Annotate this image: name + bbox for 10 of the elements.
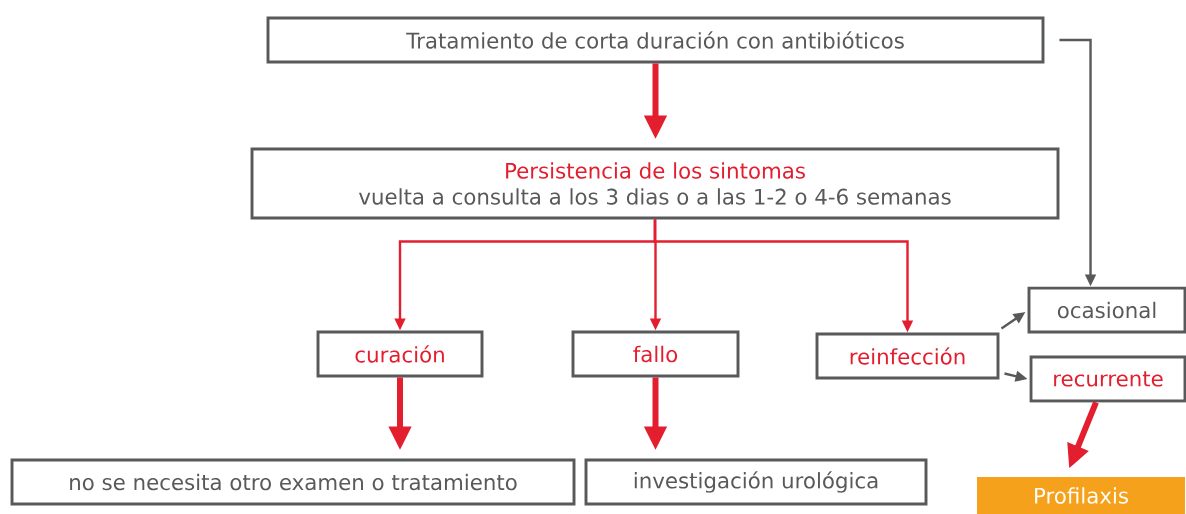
process-box: Tratamiento de corta duración con antibióticos (266, 16, 1045, 64)
action-box: Profilaxis (977, 477, 1185, 514)
result-box: investigación urológica (584, 458, 928, 506)
result-box: no se necesita otro examen o tratamiento (10, 458, 576, 506)
outcome-box: ocasional (1027, 286, 1186, 334)
outcome-box: curación (316, 330, 484, 378)
process-box: Persistencia de los sintomas vuelta a consulta a los 3 dias o a las 1-2 o 4-6 semanas (250, 147, 1060, 220)
outcome-box: fallo (571, 330, 740, 378)
outcome-box: recurrente (1029, 355, 1186, 403)
outcome-box: reinfección (815, 332, 1000, 380)
